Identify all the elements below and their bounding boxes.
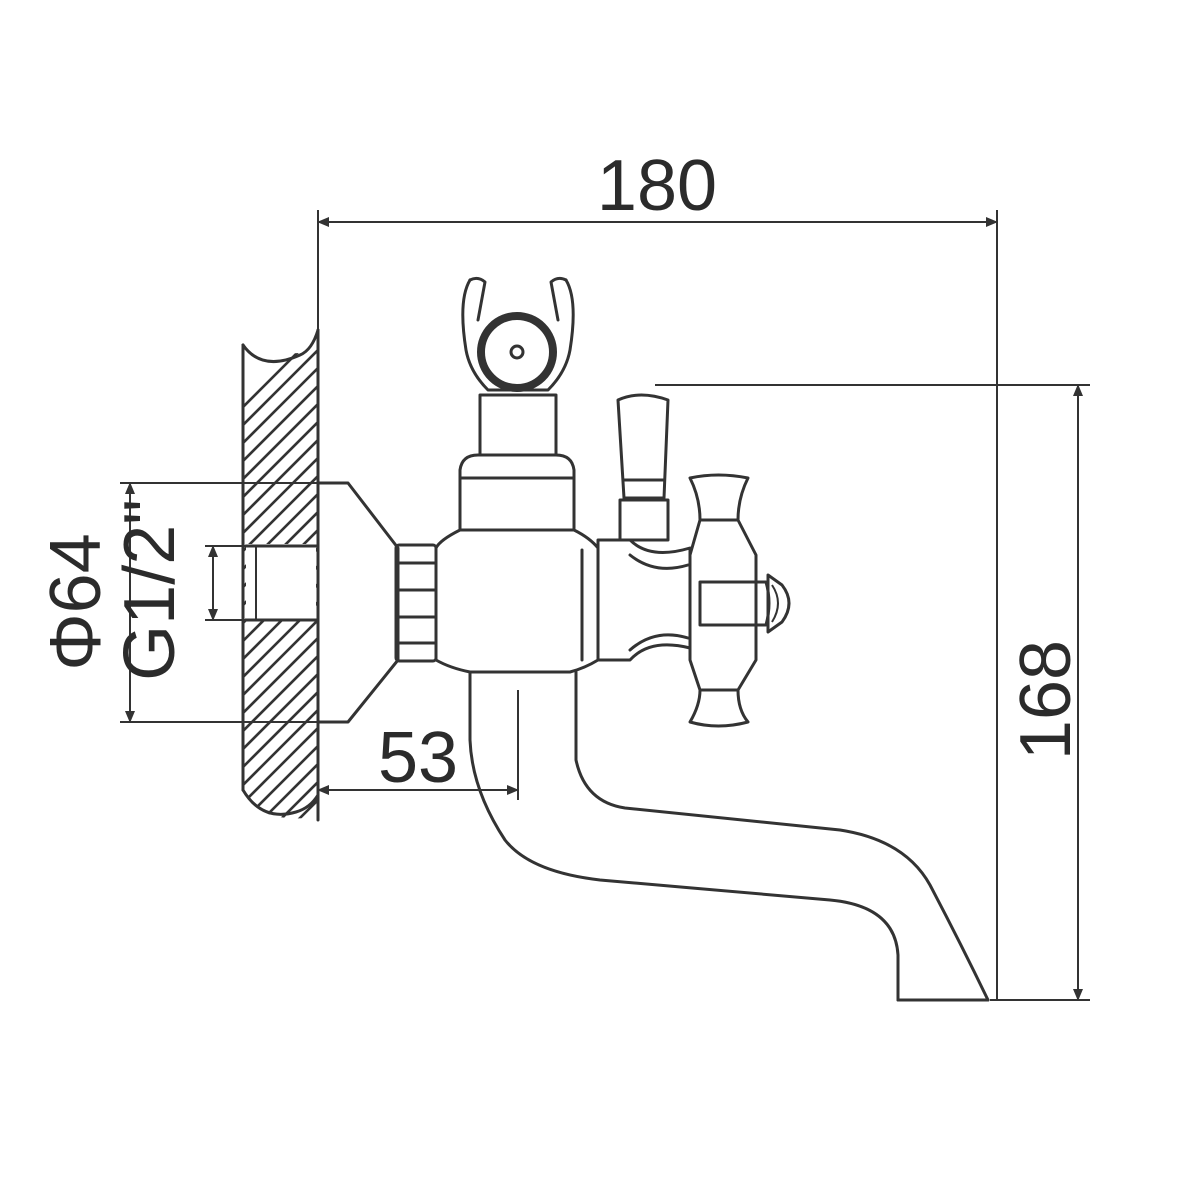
hatch-line bbox=[240, 888, 320, 968]
wall-flange bbox=[316, 481, 400, 724]
wall-section bbox=[240, 328, 320, 968]
dimension-thread: G1/2" bbox=[110, 499, 246, 681]
hatch-line bbox=[243, 419, 318, 501]
hatch-line bbox=[243, 671, 318, 753]
wall-hatching bbox=[240, 330, 320, 968]
dimension-flange-diameter: Φ64 bbox=[36, 482, 348, 723]
hatch-line bbox=[243, 707, 318, 789]
hatch-line bbox=[240, 852, 320, 932]
bath-spout bbox=[468, 670, 990, 1002]
holder-ring bbox=[477, 312, 557, 392]
shower-holder bbox=[461, 276, 575, 457]
cross-handle[interactable] bbox=[688, 473, 791, 728]
hatch-line bbox=[243, 383, 318, 465]
hatch-line bbox=[243, 743, 318, 819]
dimension-wall-offset: 53 bbox=[317, 690, 519, 800]
hatch-line bbox=[243, 761, 318, 819]
mixer-body bbox=[434, 453, 600, 674]
hatch-line bbox=[243, 347, 318, 429]
hatch-line bbox=[243, 330, 318, 411]
hatch-line bbox=[243, 635, 318, 717]
hatch-line bbox=[243, 437, 318, 519]
hatch-line bbox=[243, 815, 318, 819]
hatch-line bbox=[243, 617, 318, 699]
hatch-line bbox=[243, 365, 318, 447]
hatch-line bbox=[243, 797, 318, 819]
dimension-label-phi64: Φ64 bbox=[36, 533, 116, 671]
valve-housing bbox=[596, 538, 692, 662]
dimension-overall-height: 168 bbox=[655, 384, 1090, 1001]
hatch-line bbox=[243, 401, 318, 483]
hatch-line bbox=[240, 870, 320, 950]
dimension-label-168: 168 bbox=[1006, 640, 1086, 760]
hatch-line bbox=[243, 455, 318, 537]
dimension-label-thread: G1/2" bbox=[110, 499, 190, 681]
dimension-label-53: 53 bbox=[378, 718, 458, 798]
hatch-line bbox=[240, 834, 320, 914]
hatch-line bbox=[243, 473, 318, 555]
dimension-label-180: 180 bbox=[597, 146, 717, 226]
hatch-line bbox=[243, 689, 318, 771]
dimension-overall-width: 180 bbox=[317, 146, 998, 1000]
hatch-line bbox=[243, 779, 318, 819]
diverter-lever[interactable] bbox=[616, 393, 670, 542]
hatch-line bbox=[243, 653, 318, 735]
hatch-line bbox=[243, 725, 318, 807]
hex-nut bbox=[394, 543, 438, 663]
